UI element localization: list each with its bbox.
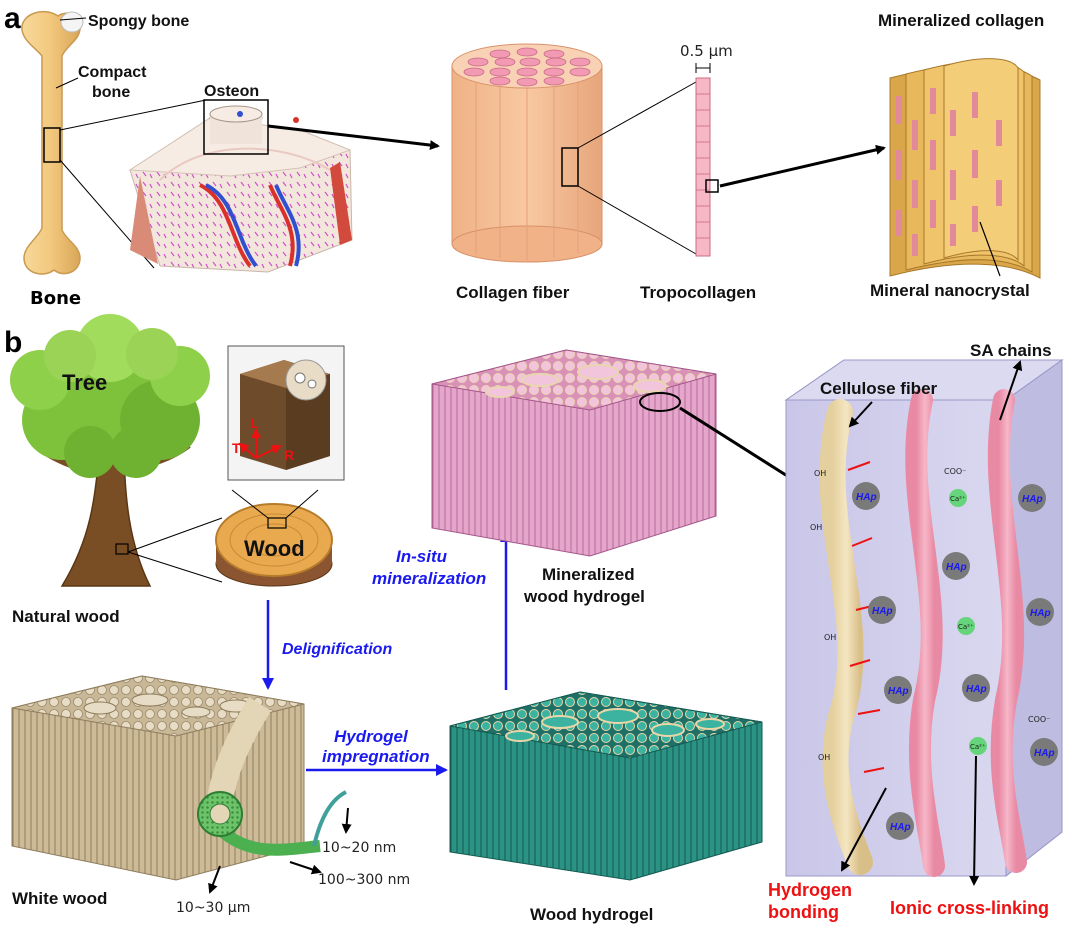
cellulose-fiber-label: Cellulose fiber: [820, 379, 938, 398]
dim-10-30um-label: 10~30 μm: [176, 900, 250, 916]
ca-ion-1: Ca²⁺: [949, 489, 967, 507]
panel-a-label: a: [4, 2, 21, 35]
svg-text:Ca²⁺: Ca²⁺: [970, 743, 986, 751]
oh-group-1: OH: [814, 469, 826, 478]
zoom-line-top: [59, 99, 207, 131]
tree-label: Tree: [62, 370, 107, 395]
arrow-10-30um: [208, 865, 221, 894]
svg-text:HAp: HAp: [1030, 608, 1051, 619]
axis-t-label: T: [232, 440, 241, 456]
hap-particle-4: HAp: [868, 596, 896, 624]
arrow-osteon-to-fiber: [267, 124, 440, 151]
compact-bone-label-1: Compact: [78, 64, 147, 81]
insitu-label-1: In-situ: [396, 547, 448, 566]
oh-group-4: OH: [818, 753, 830, 762]
wood-cube-inset: [227, 345, 345, 481]
dim-100-300nm-label: 100~300 nm: [318, 872, 410, 888]
collagen-fiber-illustration: [451, 43, 603, 263]
hap-particle-1: HAp: [852, 482, 880, 510]
svg-text:HAp: HAp: [890, 822, 911, 833]
nanocrystal-leader: [979, 221, 1001, 277]
oh-group-3: OH: [824, 633, 836, 642]
mineralized-wood-hydrogel-block: [431, 349, 717, 557]
zoom-line-fiber-bottom: [577, 185, 697, 255]
wood-log-illustration: [215, 503, 333, 587]
delignification-label: Delignification: [282, 641, 392, 658]
arrow-to-molecular-view: [679, 406, 802, 486]
natural-wood-label: Natural wood: [12, 607, 120, 626]
panel-b-label: b: [4, 326, 22, 359]
coo-group-1: COO⁻: [1028, 715, 1050, 724]
svg-text:HAp: HAp: [888, 686, 909, 697]
oh-group-2: OH: [810, 523, 822, 532]
hap-particle-7: HAp: [962, 674, 990, 702]
compact-bone-label-2: bone: [92, 84, 130, 101]
scale-label: 0.5 μm: [680, 42, 733, 60]
wood-hydrogel-block: [449, 691, 763, 881]
mineralized-collagen-illustration: [889, 58, 1041, 279]
mineralized-hydrogel-label-1: Mineralized: [542, 565, 635, 584]
coo-group-2: COO⁻: [944, 467, 966, 476]
svg-text:Ca²⁺: Ca²⁺: [958, 623, 974, 631]
wood-label: Wood: [244, 536, 305, 561]
svg-text:HAp: HAp: [1022, 494, 1043, 505]
hap-particle-2: HAp: [1018, 484, 1046, 512]
mineral-nanocrystal-label: Mineral nanocrystal: [870, 281, 1030, 300]
axis-r-label: R: [284, 447, 294, 463]
mineralized-hydrogel-label-2: wood hydrogel: [523, 587, 645, 606]
arrow-10-20nm: [341, 807, 352, 834]
arrow-100-300nm: [289, 861, 322, 875]
arrow-cellulose-fiber: [848, 401, 873, 428]
ca-ion-2: Ca²⁺: [957, 617, 975, 635]
svg-text:HAp: HAp: [1034, 748, 1055, 759]
hap-particle-9: HAp: [886, 812, 914, 840]
ca-ion-3: Ca²⁺: [969, 737, 987, 755]
collagen-fiber-label: Collagen fiber: [456, 283, 570, 302]
arrow-hydrogen-bonding: [841, 787, 887, 872]
arrow-sa-chains: [999, 360, 1023, 421]
zoom-line-wood-left: [231, 489, 269, 519]
arrow-tropo-to-mineral: [719, 144, 886, 188]
compact-bone-leader: [55, 77, 79, 89]
hydrogen-bonding-label-1: Hydrogen: [768, 880, 852, 900]
svg-text:HAp: HAp: [946, 562, 967, 573]
tree-illustration: [10, 314, 210, 587]
mineralized-collagen-label: Mineralized collagen: [878, 11, 1044, 30]
ionic-crosslinking-label: Ionic cross-linking: [890, 898, 1049, 918]
zoom-line-wood-right: [285, 489, 319, 519]
zoom-line-fiber-top: [577, 81, 697, 149]
hydrogel-impregnation-label-1: Hydrogel: [334, 727, 409, 746]
svg-text:Ca²⁺: Ca²⁺: [950, 495, 966, 503]
tropocollagen-illustration: [695, 63, 719, 257]
white-wood-block: [11, 675, 347, 881]
hap-particle-3: HAp: [942, 552, 970, 580]
tropocollagen-label: Tropocollagen: [640, 283, 756, 302]
spongy-bone-label: Spongy bone: [88, 13, 189, 30]
dim-10-20nm-label: 10~20 nm: [322, 840, 396, 856]
hap-particle-5: HAp: [1026, 598, 1054, 626]
sa-chains-label: SA chains: [970, 341, 1052, 360]
hydrogel-impregnation-label-2: impregnation: [322, 747, 430, 766]
zoom-line-tree-top: [127, 517, 223, 553]
insitu-label-2: mineralization: [372, 569, 486, 588]
wood-hydrogel-label: Wood hydrogel: [530, 905, 653, 924]
spongy-bone-leader: [59, 17, 87, 21]
osteon-block-illustration: [128, 99, 353, 273]
hap-particle-6: HAp: [884, 676, 912, 704]
svg-text:HAp: HAp: [966, 684, 987, 695]
white-wood-label: White wood: [12, 889, 107, 908]
bone-label: Bone: [30, 288, 81, 309]
hap-particle-8: HAp: [1030, 738, 1058, 766]
arrow-ionic-crosslinking: [969, 755, 980, 886]
svg-text:HAp: HAp: [856, 492, 877, 503]
hydrogen-bonding-label-2: bonding: [768, 902, 839, 922]
zoom-line-tree-bottom: [127, 551, 223, 583]
svg-text:HAp: HAp: [872, 606, 893, 617]
molecular-structure-box: [784, 359, 1064, 878]
axis-l-label: L: [250, 415, 259, 431]
osteon-label: Osteon: [204, 83, 259, 100]
femur-bone-illustration: [21, 10, 84, 275]
